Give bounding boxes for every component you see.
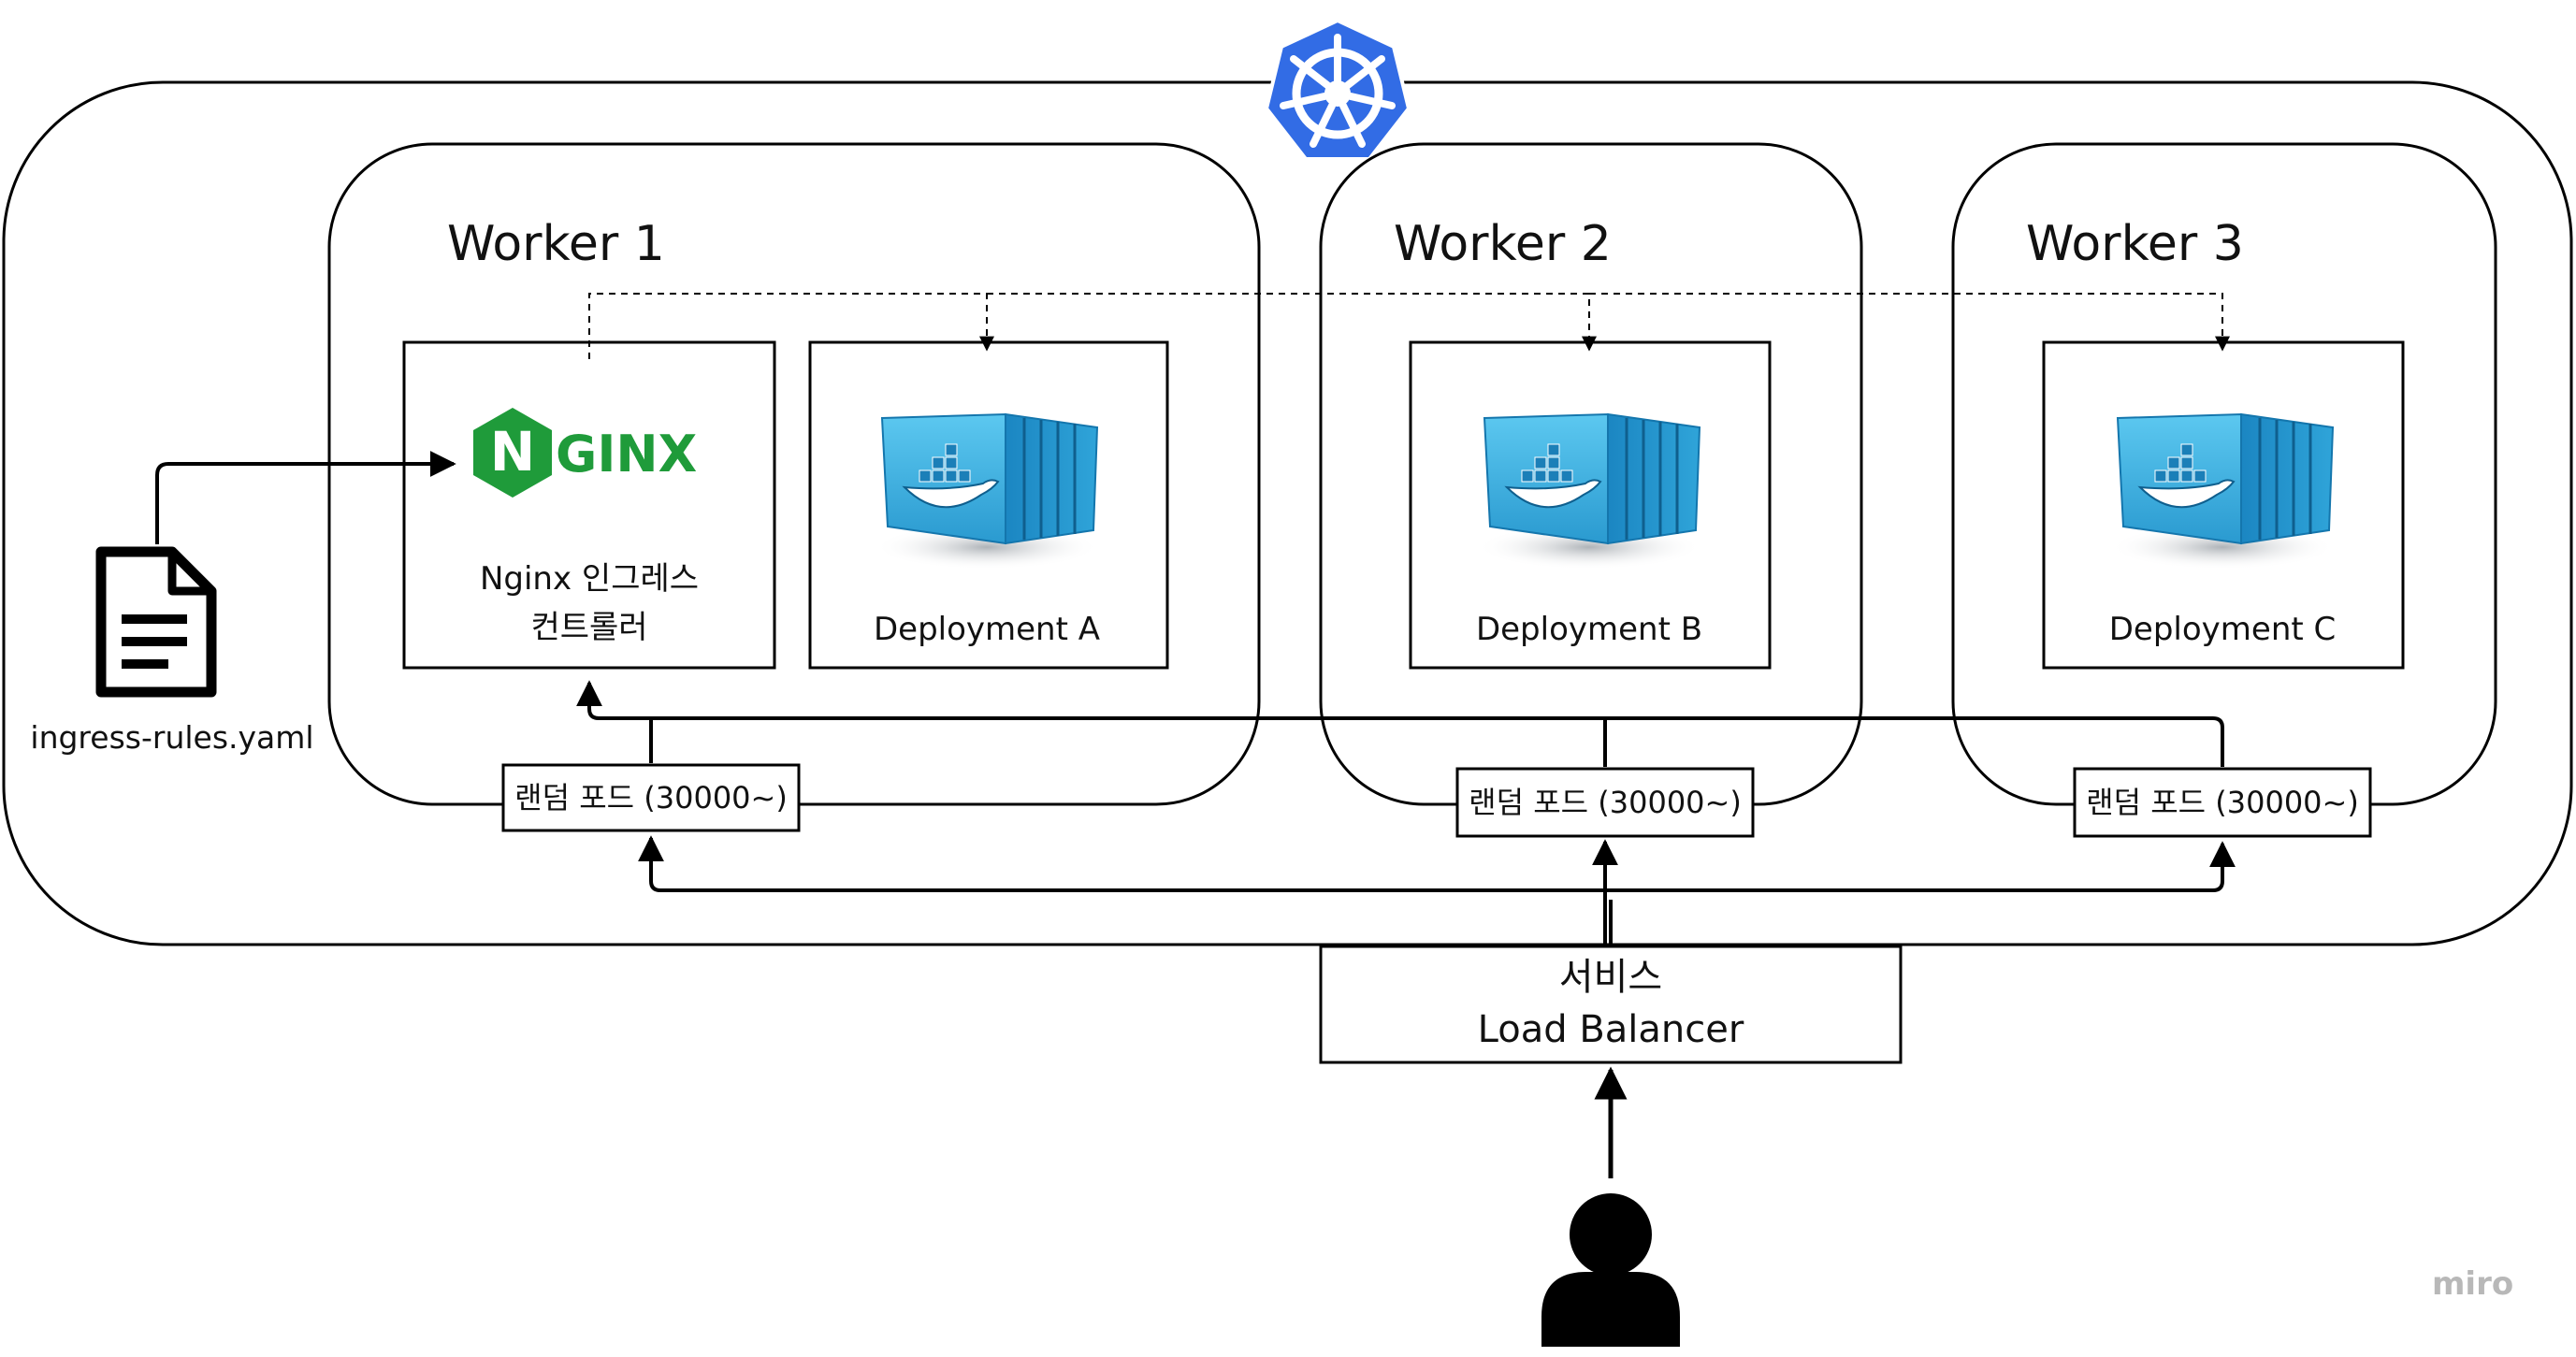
worker-1-port-label: 랜덤 포드 (30000~) [514, 780, 788, 816]
deployment-b-label: Deployment B [1476, 611, 1702, 648]
deployment-c-label: Deployment C [2109, 611, 2337, 648]
service-label: 서비스 [1559, 956, 1662, 999]
service-load-balancer-box [1319, 945, 1903, 1064]
docker-container-icon [875, 412, 1099, 570]
svg-text:N: N [490, 420, 536, 484]
load-balancer-label: Load Balancer [1478, 1008, 1744, 1051]
worker-2-port-box [1455, 767, 1755, 838]
user-icon [1541, 1193, 1680, 1347]
nginx-logo: N GINX [473, 408, 697, 498]
ingress-controller-label-line2: 컨트롤러 [530, 609, 647, 646]
miro-watermark: miro [2432, 1265, 2513, 1303]
nginx-hexagon-icon [473, 408, 552, 498]
worker-3-title: Worker 3 [2026, 216, 2244, 272]
load-balancer-to-ports-lines [638, 835, 2236, 945]
document-icon [95, 546, 217, 698]
kubernetes-helm-icon [1264, 18, 1411, 161]
ingress-file-label: ingress-rules.yaml [30, 719, 313, 756]
port-to-ingress-lines [576, 680, 2224, 767]
deployment-a-label: Deployment A [874, 611, 1100, 648]
worker-3-port-box [2073, 767, 2372, 838]
docker-container-icon [1477, 412, 1701, 570]
ingress-routing-lines [588, 293, 2230, 359]
worker-1-title: Worker 1 [447, 216, 665, 272]
nginx-wordmark: GINX [556, 425, 697, 484]
worker-2-port-label: 랜덤 포드 (30000~) [1469, 785, 1742, 820]
docker-container-icon [2110, 412, 2335, 570]
worker-2-title: Worker 2 [1394, 216, 1612, 272]
worker-1-port-box [501, 763, 801, 832]
worker-3-port-label: 랜덤 포드 (30000~) [2086, 785, 2359, 820]
ingress-controller-label-line1: Nginx 인그레스 [480, 560, 699, 598]
ingress-file-to-nginx-arrow [155, 451, 456, 544]
